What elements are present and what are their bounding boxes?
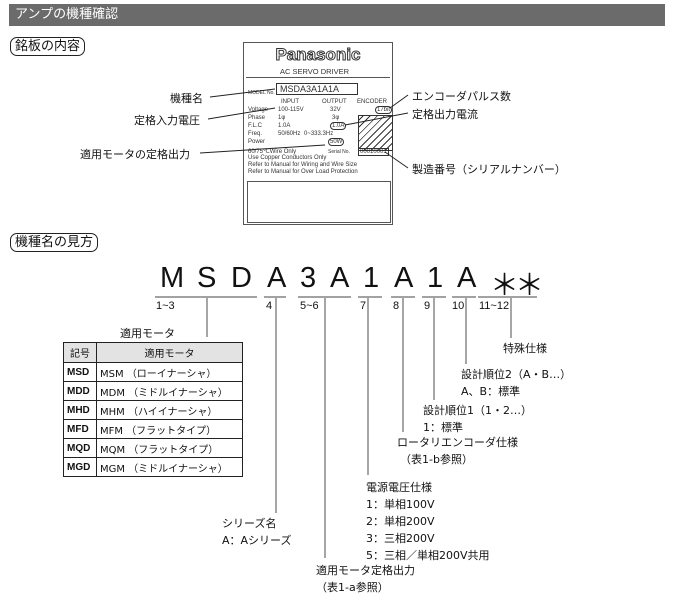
voltage-spec-item: 1：単相100V: [366, 498, 435, 511]
design2-value: A、B：標準: [461, 385, 521, 398]
col-header: 適用モータ: [96, 342, 243, 363]
row-key: Power: [248, 139, 266, 145]
voltage-spec-item: 2：単相200V: [366, 515, 435, 528]
note: Refer to Manual for Wiring and Wire Size: [248, 162, 358, 168]
position-label: 11~12: [479, 300, 510, 312]
model-label: MODEL No.: [248, 90, 275, 96]
product-name: AC SERVO DRIVER: [280, 67, 350, 76]
cell: MGM （ミドルイナーシャ）: [96, 457, 243, 477]
design2-title: 設計順位2（A・B…）: [461, 368, 572, 381]
hatched-area: [358, 115, 393, 151]
col-output: OUTPUT: [322, 99, 347, 105]
row-out: 0~333.3Hz: [304, 131, 334, 137]
encoder-value: 17bit: [375, 106, 393, 114]
row-key: Voltage: [248, 107, 269, 113]
callout-motor-rated-output: 適用モータの定格出力: [80, 148, 190, 161]
row-key: Freq.: [248, 131, 263, 137]
callout-model-name: 機種名: [170, 92, 203, 105]
model-number: MSDA3A1A1A: [276, 83, 358, 95]
code-char: A: [267, 262, 287, 294]
note: Use Copper Conductors Only: [248, 155, 327, 161]
position-label: 8: [393, 300, 400, 312]
row-in: 100-115V: [278, 107, 304, 113]
code-char: A: [394, 262, 414, 294]
series-value: A：Aシリーズ: [222, 534, 292, 547]
position-label: 5~6: [300, 300, 319, 312]
section-header: アンプの機種確認: [9, 4, 665, 26]
code-char: 1: [363, 262, 380, 294]
row-out: 50W: [328, 138, 345, 146]
col-encoder: ENCODER: [357, 99, 388, 105]
code-char: M: [160, 262, 185, 294]
code-char: A: [457, 262, 477, 294]
row-in: 50/60Hz: [278, 131, 301, 137]
serial-number: 00010001: [358, 148, 389, 156]
row-in: 1φ: [278, 115, 286, 121]
row-key: Phase: [248, 115, 266, 121]
note: 60/75℃Wire Only: [248, 149, 297, 155]
note: Refer to Manual for Over Load Protection: [248, 169, 358, 175]
row-out: 32V: [330, 107, 341, 113]
brand-logo: Panasonic: [275, 45, 361, 65]
position-label: 7: [360, 300, 367, 312]
callout-rated-input-voltage: 定格入力電圧: [134, 114, 200, 127]
voltage-spec-title: 電源電圧仕様: [366, 481, 432, 494]
position-label: 1~3: [156, 300, 175, 312]
code-char: 3: [300, 262, 317, 294]
row-out: 3φ: [332, 115, 340, 121]
position-label: 4: [266, 300, 273, 312]
position-label: 9: [424, 300, 431, 312]
callout-rated-output-current: 定格出力電流: [412, 108, 478, 121]
design1-title: 設計順位1（1・2…）: [423, 404, 532, 417]
voltage-spec-item: 3：三相200V: [366, 532, 435, 545]
blank-area: [247, 181, 391, 223]
code-char: S: [197, 262, 217, 294]
nameplate-label: 銘板の内容: [10, 37, 86, 56]
motor-output-ref: （表1-a参照）: [316, 581, 389, 594]
col-input: INPUT: [281, 99, 299, 105]
motor-output-title: 適用モータ定格出力: [316, 564, 415, 577]
row-in: 1.0A: [278, 123, 291, 129]
callout-serial-number: 製造番号（シリアルナンバー）: [412, 163, 566, 176]
encoder-spec-ref: （表1-b参照）: [400, 453, 473, 466]
callout-encoder-pulses: エンコーダパルス数: [412, 90, 511, 103]
special-spec: 特殊仕様: [503, 342, 547, 355]
code-char: 1: [427, 262, 444, 294]
row-out: 1.0A: [330, 122, 347, 130]
nameplate: Panasonic AC SERVO DRIVER MODEL No. MSDA…: [243, 42, 393, 225]
code-char: A: [330, 262, 350, 294]
voltage-spec-item: 5：三相／単相200V共用: [366, 549, 490, 562]
encoder-spec-title: ロータリエンコーダ仕様: [397, 436, 518, 449]
row-key: F.L.C: [248, 123, 263, 129]
design1-value: 1：標準: [423, 421, 463, 434]
model-code-label: 機種名の見方: [10, 233, 99, 252]
serial-label: Serial No.: [328, 149, 350, 155]
series-title: シリーズ名: [222, 517, 277, 530]
code-char: D: [231, 262, 252, 294]
position-label: 10: [452, 300, 465, 312]
motor-table-title: 適用モータ: [120, 327, 175, 340]
